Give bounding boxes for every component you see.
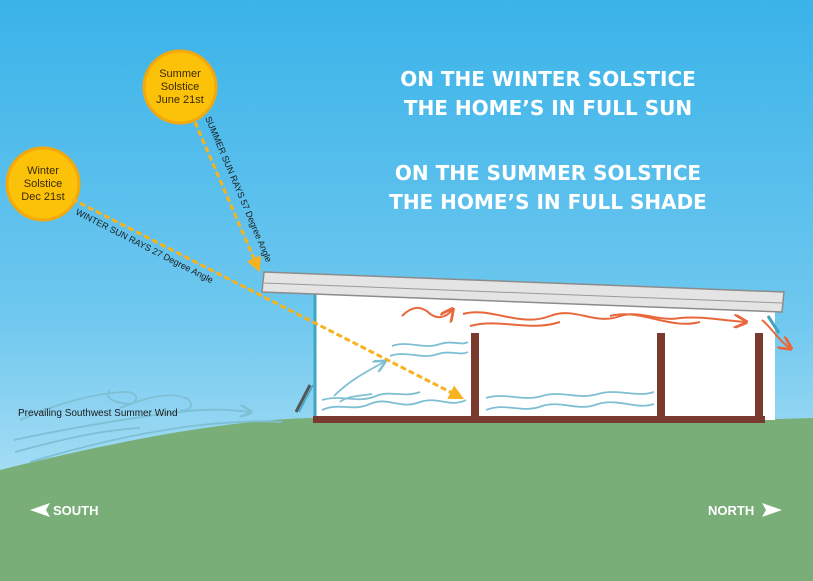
headline: ON THE WINTER SOLSTICE THE HOME’S IN FUL… — [389, 67, 707, 214]
summer-sun: Summer Solstice June 21st — [142, 49, 218, 125]
roof-edge — [263, 282, 784, 304]
winter-sun-label-1: Winter — [27, 165, 59, 177]
headline-line-4: THE HOME’S IN FULL SHADE — [389, 190, 707, 214]
south-direction: SOUTH — [30, 503, 99, 518]
winter-sun-label-2: Solstice — [24, 178, 63, 190]
winter-sun: Winter Solstice Dec 21st — [5, 146, 81, 222]
summer-sun-label-2: Solstice — [161, 81, 200, 93]
south-vent-flap — [294, 384, 312, 413]
summer-sun-label-1: Summer — [159, 68, 201, 80]
north-direction: NORTH — [708, 503, 782, 518]
arrow-left-icon — [30, 503, 50, 517]
arrow-right-icon — [762, 503, 782, 517]
floor — [313, 416, 765, 423]
interior-post — [471, 333, 479, 417]
winter-sun-label-3: Dec 21st — [21, 191, 64, 203]
roof — [261, 271, 785, 313]
summer-sun-label-3: June 21st — [156, 94, 204, 106]
north-label: NORTH — [708, 503, 754, 518]
south-vent-flap-inner — [298, 384, 314, 413]
winter-sun-icon — [5, 146, 81, 222]
south-label: SOUTH — [53, 503, 99, 518]
cool-air-flow — [13, 341, 655, 463]
north-vent-flap — [766, 315, 781, 334]
summer-sun-icon — [142, 49, 218, 125]
ground-hill — [0, 418, 813, 581]
house — [261, 271, 785, 423]
north-wall — [755, 333, 763, 417]
headline-line-3: ON THE SUMMER SOLSTICE — [395, 161, 701, 185]
headline-line-1: ON THE WINTER SOLSTICE — [400, 67, 696, 91]
wind-label: Prevailing Southwest Summer Wind — [18, 408, 178, 419]
warm-air-flow — [401, 308, 790, 348]
headline-line-2: THE HOME’S IN FULL SUN — [404, 96, 692, 120]
interior-post — [657, 333, 665, 417]
